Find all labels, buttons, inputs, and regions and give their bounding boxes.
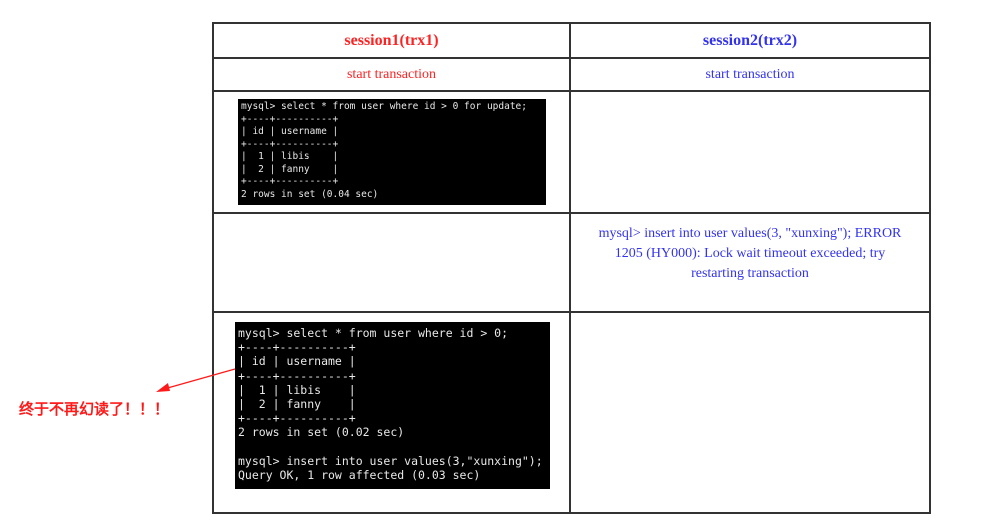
table-row: start transaction start transaction bbox=[214, 59, 929, 92]
table-row: mysql> insert into user values(3, "xunxi… bbox=[214, 214, 929, 313]
session1-cell: mysql> select * from user where id > 0; … bbox=[214, 313, 571, 512]
session2-cell bbox=[571, 92, 929, 212]
session2-start-transaction: start transaction bbox=[705, 67, 795, 82]
annotation-label: 终于不再幻读了！！！ bbox=[19, 400, 170, 418]
session1-cell bbox=[214, 214, 571, 311]
session1-header: session1(trx1) bbox=[214, 24, 571, 57]
terminal-screenshot: mysql> select * from user where id > 0 f… bbox=[238, 99, 546, 205]
session2-insert-error: mysql> insert into user values(3, "xunxi… bbox=[598, 226, 902, 281]
session2-header: session2(trx2) bbox=[702, 32, 798, 49]
table-row: mysql> select * from user where id > 0 f… bbox=[214, 92, 929, 214]
header-row: session1(trx1) session2(trx2) bbox=[214, 24, 929, 59]
arrow-icon bbox=[156, 368, 236, 392]
transaction-comparison-table: session1(trx1) session2(trx2) start tran… bbox=[212, 22, 931, 514]
session1-start-transaction: start transaction bbox=[214, 59, 571, 90]
terminal-screenshot: mysql> select * from user where id > 0; … bbox=[235, 322, 550, 489]
table-row: mysql> select * from user where id > 0; … bbox=[214, 313, 929, 512]
session2-cell bbox=[571, 313, 929, 512]
session1-cell: mysql> select * from user where id > 0 f… bbox=[214, 92, 571, 212]
